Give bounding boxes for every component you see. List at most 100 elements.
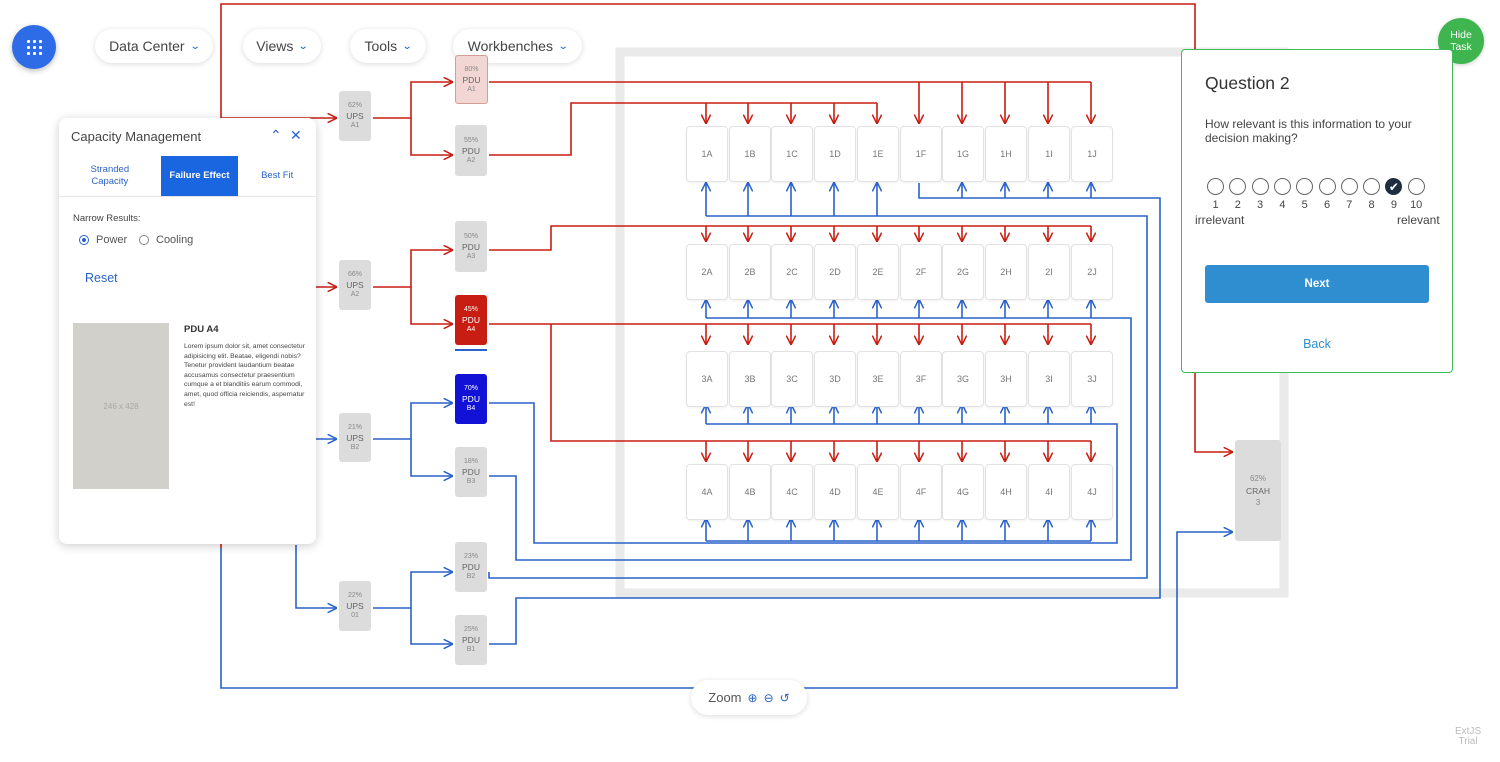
- radio-power-label: Power: [96, 234, 128, 246]
- rack-1g[interactable]: 1G: [942, 126, 984, 182]
- tab-stranded-capacity[interactable]: Stranded Capacity: [90, 164, 130, 187]
- rack-3j[interactable]: 3J: [1071, 351, 1113, 407]
- chevron-down-icon: ⌄: [298, 40, 309, 52]
- rack-2c[interactable]: 2C: [771, 244, 813, 300]
- rack-1a[interactable]: 1A: [686, 126, 728, 182]
- radio-empty-icon: [139, 235, 149, 245]
- zoom-in-icon[interactable]: ⊕: [747, 690, 758, 705]
- rating-option-8[interactable]: [1363, 178, 1381, 195]
- rating-option-6[interactable]: [1318, 178, 1336, 195]
- zoom-control: Zoom ⊕ ⊖ ↺: [691, 680, 807, 715]
- zoom-label: Zoom: [708, 690, 742, 705]
- rack-3i[interactable]: 3I: [1028, 351, 1070, 407]
- rating-option-1[interactable]: [1207, 178, 1224, 195]
- rating-option-9[interactable]: ✔: [1385, 178, 1403, 195]
- chevron-down-icon: ⌄: [189, 40, 201, 52]
- rating-option-2[interactable]: [1229, 178, 1247, 195]
- rack-2b[interactable]: 2B: [729, 244, 771, 300]
- rating-option-3[interactable]: [1251, 178, 1269, 195]
- data-center-menu[interactable]: Data Center⌄: [95, 29, 213, 63]
- views-menu[interactable]: Views⌄: [243, 29, 321, 63]
- collapse-icon[interactable]: ⌃: [270, 127, 282, 143]
- power-wire: [410, 439, 452, 476]
- reset-button[interactable]: Reset: [85, 271, 118, 285]
- radio-cooling[interactable]: Cooling: [139, 234, 193, 246]
- panel-title: Capacity Management: [71, 129, 202, 144]
- radio-cooling-label: Cooling: [156, 234, 194, 246]
- rack-3c[interactable]: 3C: [771, 351, 813, 407]
- rack-3g[interactable]: 3G: [942, 351, 984, 407]
- rating-option-4[interactable]: [1273, 178, 1291, 195]
- rack-1d[interactable]: 1D: [814, 126, 856, 182]
- rack-1i[interactable]: 1I: [1028, 126, 1070, 182]
- rack-1j[interactable]: 1J: [1071, 126, 1113, 182]
- power-wire: [373, 572, 452, 609]
- rack-4h[interactable]: 4H: [985, 464, 1027, 520]
- capacity-management-panel: Capacity Management ⌃ ✕ Stranded Capacit…: [59, 118, 316, 544]
- rack-3a[interactable]: 3A: [686, 351, 728, 407]
- rack-4g[interactable]: 4G: [942, 464, 984, 520]
- apps-menu-button[interactable]: [12, 25, 56, 69]
- zoom-reset-icon[interactable]: ↺: [779, 690, 790, 705]
- rack-1e[interactable]: 1E: [857, 126, 899, 182]
- rack-3h[interactable]: 3H: [985, 351, 1027, 407]
- rack-4a[interactable]: 4A: [686, 464, 728, 520]
- rack-4b[interactable]: 4B: [729, 464, 771, 520]
- rack-4i[interactable]: 4I: [1028, 464, 1070, 520]
- rack-4d[interactable]: 4D: [814, 464, 856, 520]
- rack-2d[interactable]: 2D: [814, 244, 856, 300]
- chevron-down-icon: ⌄: [401, 40, 413, 52]
- rack-1c[interactable]: 1C: [771, 126, 813, 182]
- tab-best-fit[interactable]: Best Fit: [261, 170, 294, 181]
- tools-menu[interactable]: Tools⌄: [350, 29, 426, 63]
- radio-power[interactable]: Power: [79, 234, 127, 246]
- rack-3e[interactable]: 3E: [857, 351, 899, 407]
- rack-2j[interactable]: 2J: [1071, 244, 1113, 300]
- power-wire: [373, 403, 452, 440]
- rack-3d[interactable]: 3D: [814, 351, 856, 407]
- rack-1f[interactable]: 1F: [900, 126, 942, 182]
- rack-2g[interactable]: 2G: [942, 244, 984, 300]
- close-icon[interactable]: ✕: [290, 127, 302, 143]
- rack-4j[interactable]: 4J: [1071, 464, 1113, 520]
- rack-2h[interactable]: 2H: [985, 244, 1027, 300]
- rack-3f[interactable]: 3F: [900, 351, 942, 407]
- rating-option-5[interactable]: [1296, 178, 1314, 195]
- rating-number: 2: [1234, 199, 1241, 211]
- rating-number: 1: [1212, 199, 1219, 211]
- workbenches-menu[interactable]: Workbenches⌄: [453, 29, 582, 63]
- rack-1h[interactable]: 1H: [985, 126, 1027, 182]
- back-link[interactable]: Back: [1303, 337, 1331, 351]
- rack-3b[interactable]: 3B: [729, 351, 771, 407]
- rack-4e[interactable]: 4E: [857, 464, 899, 520]
- rating-option-10[interactable]: [1407, 178, 1425, 195]
- rating-number: 8: [1368, 199, 1375, 211]
- rack-4f[interactable]: 4F: [900, 464, 942, 520]
- rack-2f[interactable]: 2F: [900, 244, 942, 300]
- rating-option-7[interactable]: [1340, 178, 1358, 195]
- rack-4c[interactable]: 4C: [771, 464, 813, 520]
- next-button[interactable]: Next: [1205, 265, 1429, 303]
- rack-2i[interactable]: 2I: [1028, 244, 1070, 300]
- rack-1b[interactable]: 1B: [729, 126, 771, 182]
- zoom-out-icon[interactable]: ⊖: [763, 690, 774, 705]
- rack-2a[interactable]: 2A: [686, 244, 728, 300]
- tab-failure-effect[interactable]: Failure Effect: [160, 156, 239, 196]
- rack-2e[interactable]: 2E: [857, 244, 899, 300]
- image-placeholder: 246 x 428: [73, 323, 169, 489]
